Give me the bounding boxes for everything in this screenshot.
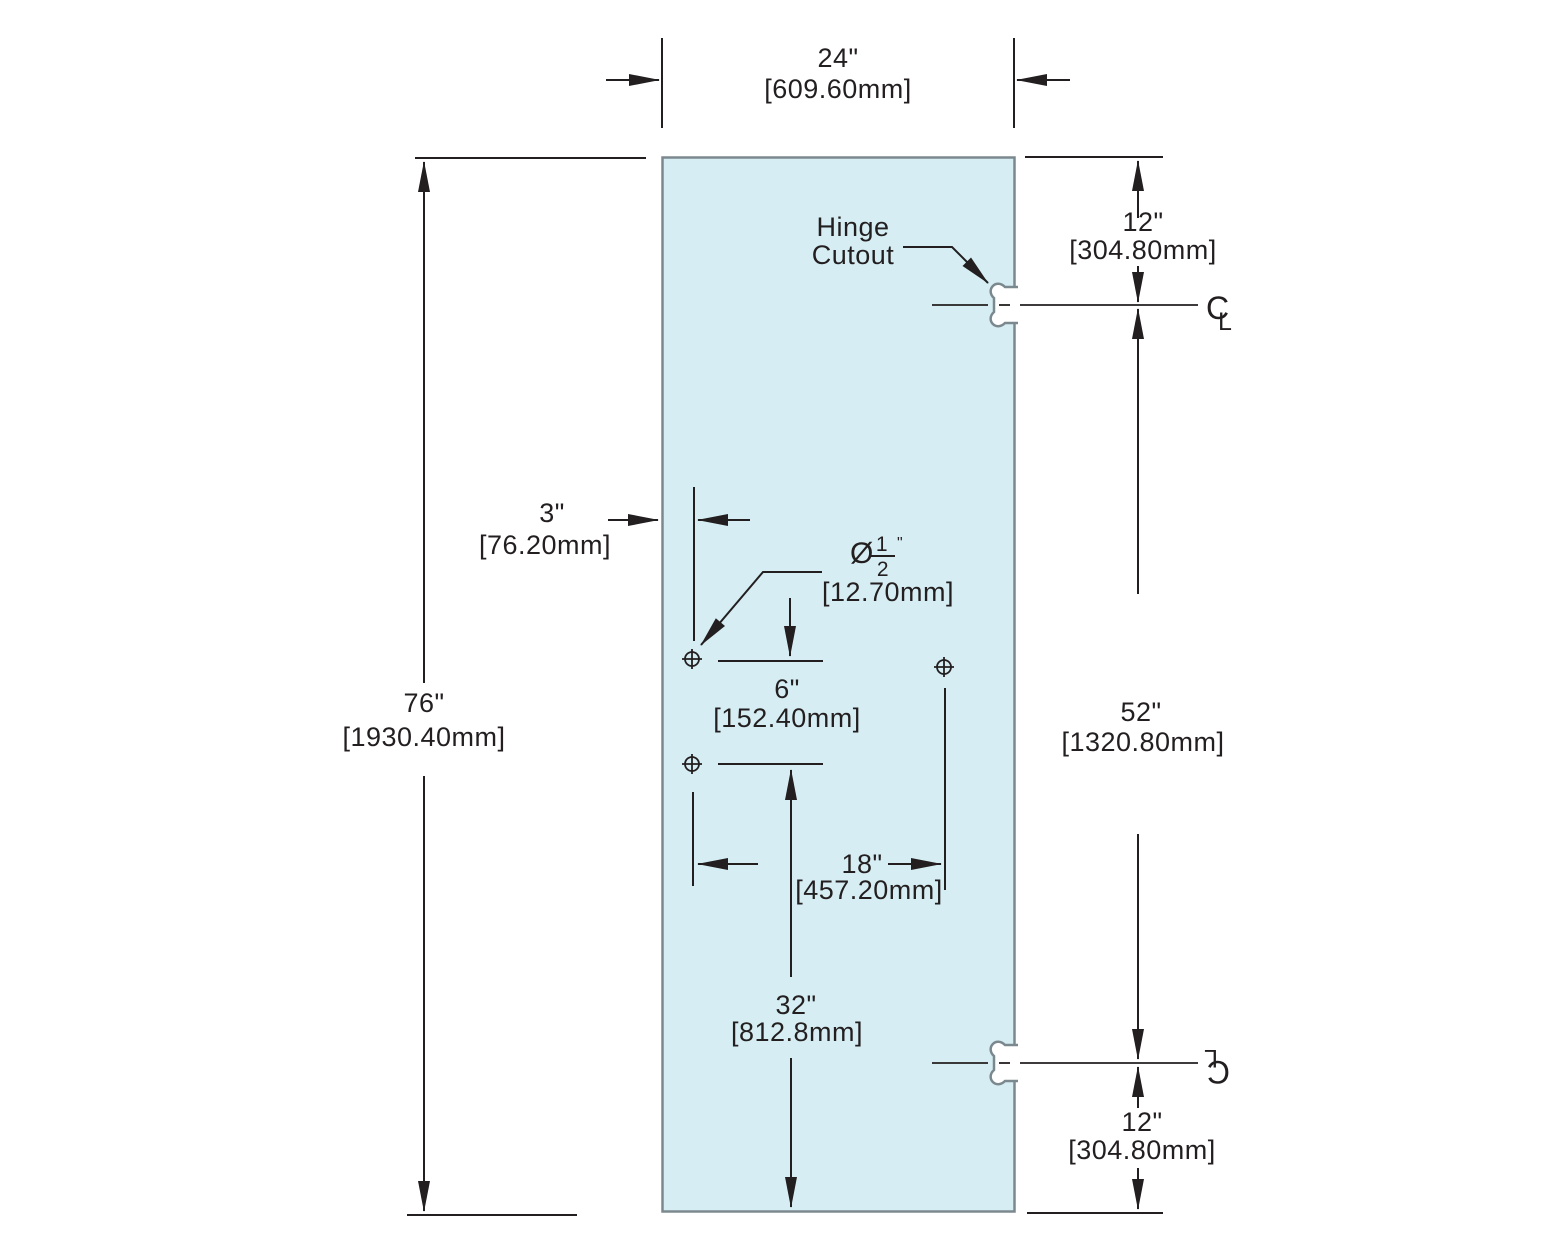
glass-door-panel [661,156,1018,1213]
dim-door-height-mm: [1930.40mm] [342,722,505,752]
dim-hole-edge-offset: 3" [76.20mm] [479,487,750,641]
centerline-symbol-top: C L [1206,290,1232,336]
dim-hinge-spacing: 52" [1320.80mm] [1061,308,1224,1060]
dim-edge-offset-mm: [76.20mm] [479,530,611,560]
centerline-bottom: C L [932,1044,1230,1090]
hole-top-right [934,657,954,677]
dim-hole-horizontal-spacing: 18" [457.20mm] [692,688,946,905]
hinge-cutout-label-line1: Hinge [816,212,889,242]
centerline-l-glyph: L [1204,1044,1218,1072]
dim-hole-height-mm: [812.8mm] [731,1017,863,1047]
centerline-c-glyph: C [1206,290,1230,326]
dim-col-spacing-mm: [457.20mm] [795,875,943,905]
dim-bottom-hinge-mm: [304.80mm] [1068,1135,1216,1165]
centerline-c-glyph: C [1206,1054,1230,1090]
dim-door-height-inches: 76" [403,688,444,718]
label-hinge-cutout: Hinge Cutout [812,212,989,284]
dim-door-width: 24" [609.60mm] [606,38,1070,128]
centerline-l-glyph: L [1218,308,1232,336]
dim-door-width-mm: [609.60mm] [764,74,912,104]
dim-bottom-hinge-inches: 12" [1121,1107,1162,1137]
dim-top-hinge-offset: 12" [304.80mm] [1025,156,1217,303]
diameter-symbol: Ø [850,537,874,570]
dim-hole-diameter-mm: [12.70mm] [822,577,954,607]
callout-hole-diameter: Ø 1 2 " [12.70mm] [700,533,954,646]
dim-col-spacing-inches: 18" [841,849,882,879]
leader-line-hole [700,571,822,646]
dim-hole-height-inches: 32" [775,990,816,1020]
dim-hinge-spacing-inches: 52" [1120,697,1161,727]
hole-bottom-left [682,754,702,774]
dim-edge-offset-inches: 3" [539,498,565,528]
hinge-cutout-label-line2: Cutout [812,240,895,270]
inch-mark: " [897,535,903,552]
dim-door-width-inches: 24" [817,43,858,73]
hole-top-left [682,649,702,669]
dim-bottom-hinge-offset: 12" [304.80mm] [1027,1066,1216,1214]
dim-top-hinge-mm: [304.80mm] [1069,235,1217,265]
dim-top-hinge-inches: 12" [1122,207,1163,237]
dim-hole-vertical-spacing: 6" [152.40mm] [713,598,861,765]
dim-bottom-hole-height: 32" [812.8mm] [731,769,863,1208]
fraction-numerator: 1 [876,533,888,556]
mounting-holes [682,649,954,774]
dim-hinge-spacing-mm: [1320.80mm] [1061,727,1224,757]
dim-row-spacing-inches: 6" [774,674,800,704]
fraction-denominator: 2 [877,558,889,581]
leader-line-hinge [903,246,989,284]
dim-row-spacing-mm: [152.40mm] [713,703,861,733]
glass-panel [661,156,1016,1213]
centerline-symbol-bottom: C L [1204,1044,1230,1090]
centerline-top: C L [932,290,1232,336]
dim-door-height: 76" [1930.40mm] [342,157,646,1216]
